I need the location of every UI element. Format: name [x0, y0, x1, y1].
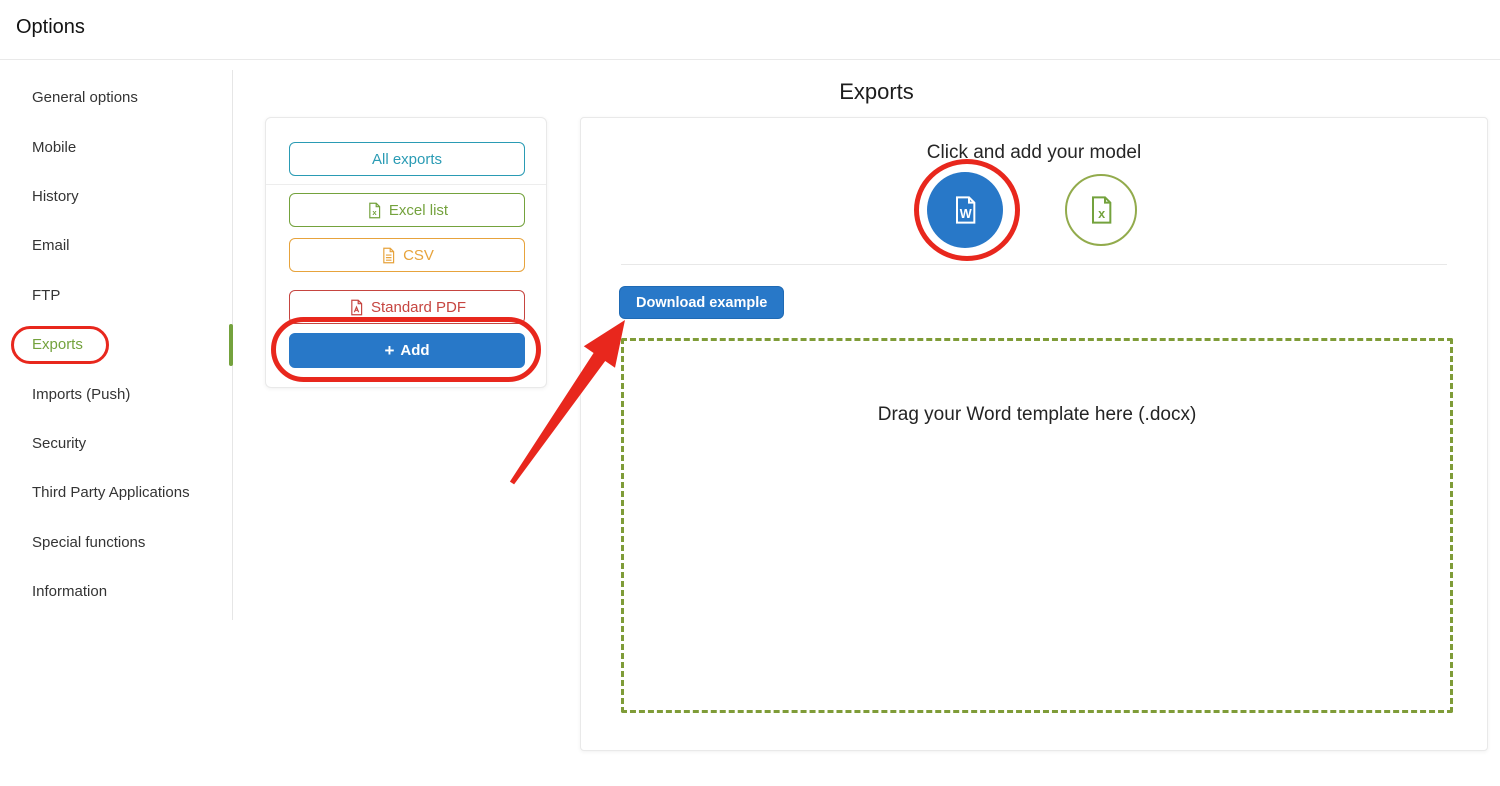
click-add-model-text: Click and add your model — [926, 142, 1142, 163]
export-types-divider — [266, 184, 546, 185]
export-types-card: All exports x Excel list CSV — [265, 117, 547, 388]
download-example-button[interactable]: Download example — [619, 286, 785, 319]
sidebar-active-indicator — [229, 324, 233, 366]
sidebar-item-information[interactable]: Information — [32, 583, 108, 601]
sidebar-item-general-options[interactable]: General options — [32, 89, 138, 107]
sidebar-item-security[interactable]: Security — [32, 434, 87, 452]
all-exports-label: All exports — [371, 150, 443, 168]
excel-list-label: Excel list — [388, 201, 449, 219]
standard-pdf-button[interactable]: Standard PDF — [289, 290, 525, 324]
excel-file-icon: x — [1085, 194, 1117, 226]
exports-card: Click and add your model W x Download ex… — [580, 117, 1488, 751]
standard-pdf-label: Standard PDF — [370, 298, 467, 316]
sidebar-item-history[interactable]: History — [32, 187, 79, 205]
add-export-button[interactable]: + Add — [289, 333, 525, 368]
plus-icon: + — [384, 341, 395, 360]
download-example-label: Download example — [636, 294, 768, 311]
word-file-icon: W — [949, 194, 981, 226]
sidebar-item-email[interactable]: Email — [32, 237, 70, 255]
excel-file-icon: x — [366, 202, 383, 219]
sidebar-item-exports[interactable]: Exports — [32, 336, 83, 354]
dropzone-instruction-text: Drag your Word template here (.docx) — [877, 404, 1197, 425]
all-exports-button[interactable]: All exports — [289, 142, 525, 176]
excel-list-button[interactable]: x Excel list — [289, 193, 525, 227]
exports-section-title: Exports — [839, 79, 914, 104]
add-excel-model-button[interactable]: x — [1065, 174, 1137, 246]
add-export-label: Add — [400, 342, 430, 359]
sidebar-item-mobile[interactable]: Mobile — [32, 138, 77, 156]
sidebar-item-third-party-applications[interactable]: Third Party Applications — [32, 484, 190, 502]
pdf-file-icon — [348, 299, 365, 316]
csv-file-icon — [380, 247, 397, 264]
svg-text:W: W — [960, 207, 972, 221]
sidebar-item-ftp[interactable]: FTP — [32, 286, 61, 304]
sidebar-item-imports-push[interactable]: Imports (Push) — [32, 385, 131, 403]
csv-label: CSV — [403, 246, 434, 264]
svg-text:x: x — [372, 208, 377, 217]
sidebar: General options Mobile History Email FTP… — [0, 73, 232, 616]
sidebar-item-special-functions[interactable]: Special functions — [32, 533, 146, 551]
svg-text:x: x — [1098, 207, 1105, 221]
page-title: Options — [16, 16, 85, 38]
exports-card-divider — [621, 264, 1447, 265]
page-header: Options — [0, 0, 1500, 60]
word-template-dropzone[interactable]: Drag your Word template here (.docx) — [621, 338, 1453, 713]
add-word-model-button[interactable]: W — [927, 172, 1003, 248]
csv-button[interactable]: CSV — [289, 238, 525, 272]
